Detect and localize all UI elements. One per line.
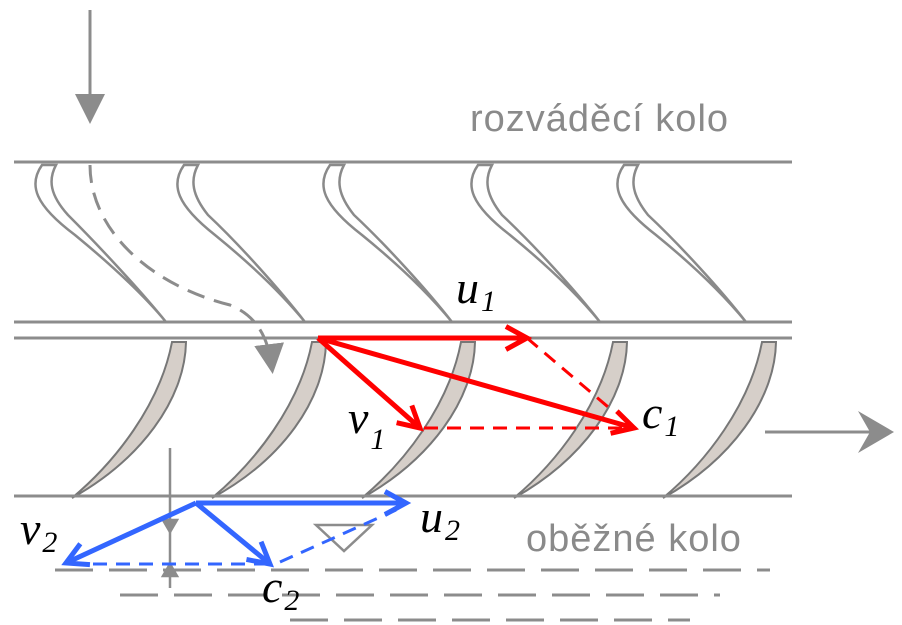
rotor-blade bbox=[211, 341, 328, 499]
rotor-label: oběžné kolo bbox=[526, 518, 742, 560]
flow-path-dashed bbox=[88, 164, 284, 374]
c2-label: c2 bbox=[262, 561, 299, 617]
c1-label: c1 bbox=[642, 387, 679, 443]
c1-vector bbox=[317, 335, 635, 431]
rotor-blade bbox=[662, 341, 778, 499]
water-level-symbol bbox=[312, 523, 376, 553]
stator-blade bbox=[470, 163, 601, 323]
rotor-blade bbox=[71, 341, 188, 499]
rotor-blades bbox=[71, 341, 778, 499]
c2-vector-head bbox=[245, 540, 275, 568]
c1-vector-head bbox=[610, 409, 640, 436]
outlet-velocity-triangle bbox=[61, 489, 412, 568]
v1-vector bbox=[316, 336, 422, 430]
tailwater-lines bbox=[55, 568, 770, 622]
stator-blade bbox=[616, 163, 747, 323]
v2-label: v2 bbox=[20, 503, 57, 559]
v1-label: v1 bbox=[348, 392, 385, 456]
c2-vector bbox=[194, 501, 272, 566]
u2-label: u2 bbox=[420, 491, 460, 547]
stator-blade bbox=[176, 163, 306, 323]
inlet-velocity-triangle bbox=[316, 324, 640, 436]
stator-blade bbox=[34, 163, 167, 323]
u1-label: u1 bbox=[456, 262, 496, 318]
inlet-dashed-closure-top bbox=[526, 336, 615, 414]
v1-vector-head bbox=[396, 404, 424, 432]
v2-vector bbox=[64, 500, 198, 566]
stator-blade bbox=[322, 163, 453, 323]
stator-label: rozváděcí kolo bbox=[470, 98, 729, 140]
stator-blades bbox=[34, 163, 747, 323]
rotor-blade bbox=[513, 341, 629, 499]
rotor-blade bbox=[361, 341, 477, 499]
outlet-dashed-closure-right bbox=[279, 508, 397, 564]
